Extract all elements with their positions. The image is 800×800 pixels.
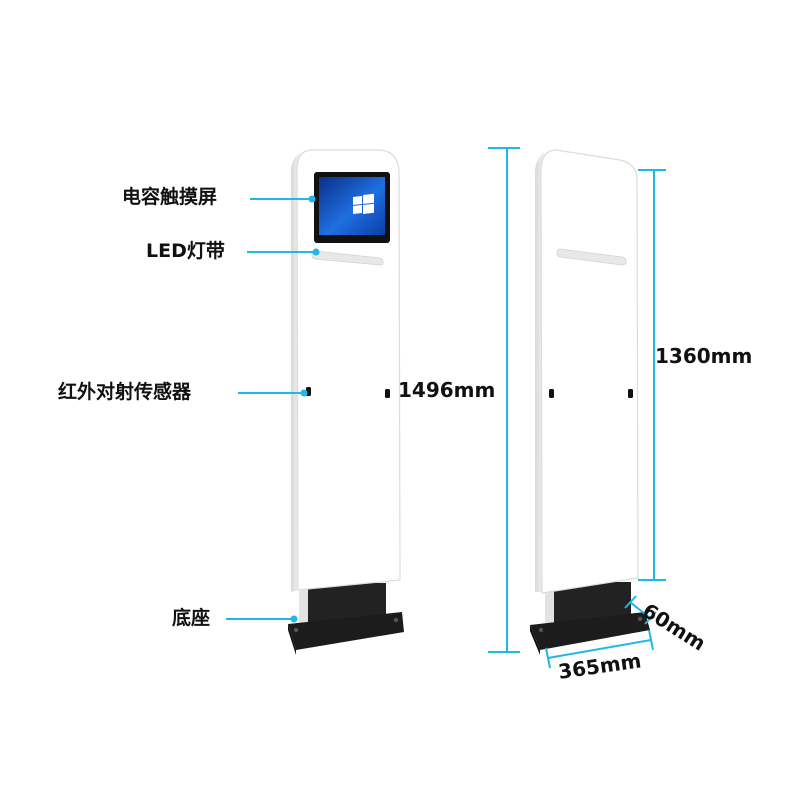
label-base: 底座 [172,607,211,629]
windows-logo-icon [353,193,374,214]
dimension-lines [488,147,666,669]
left-base [288,583,404,655]
right-unit [530,149,650,655]
dimension-panel-height: 1360mm [655,344,753,368]
left-unit [288,149,404,655]
led-strip-rear [556,248,627,266]
label-ir-sensor: 红外对射传感器 [58,381,192,403]
touchscreen [314,172,390,243]
label-touchscreen: 电容触摸屏 [122,186,218,208]
dimension-total-height: 1496mm [398,378,496,402]
ir-sensor-rear-right [628,389,633,398]
label-led-strip: LED灯带 [146,240,225,262]
callout-lines [226,195,320,623]
right-panel [540,149,639,594]
led-strip [311,250,384,266]
ir-sensor-right [385,389,390,398]
ir-sensor-rear-left [549,389,554,398]
